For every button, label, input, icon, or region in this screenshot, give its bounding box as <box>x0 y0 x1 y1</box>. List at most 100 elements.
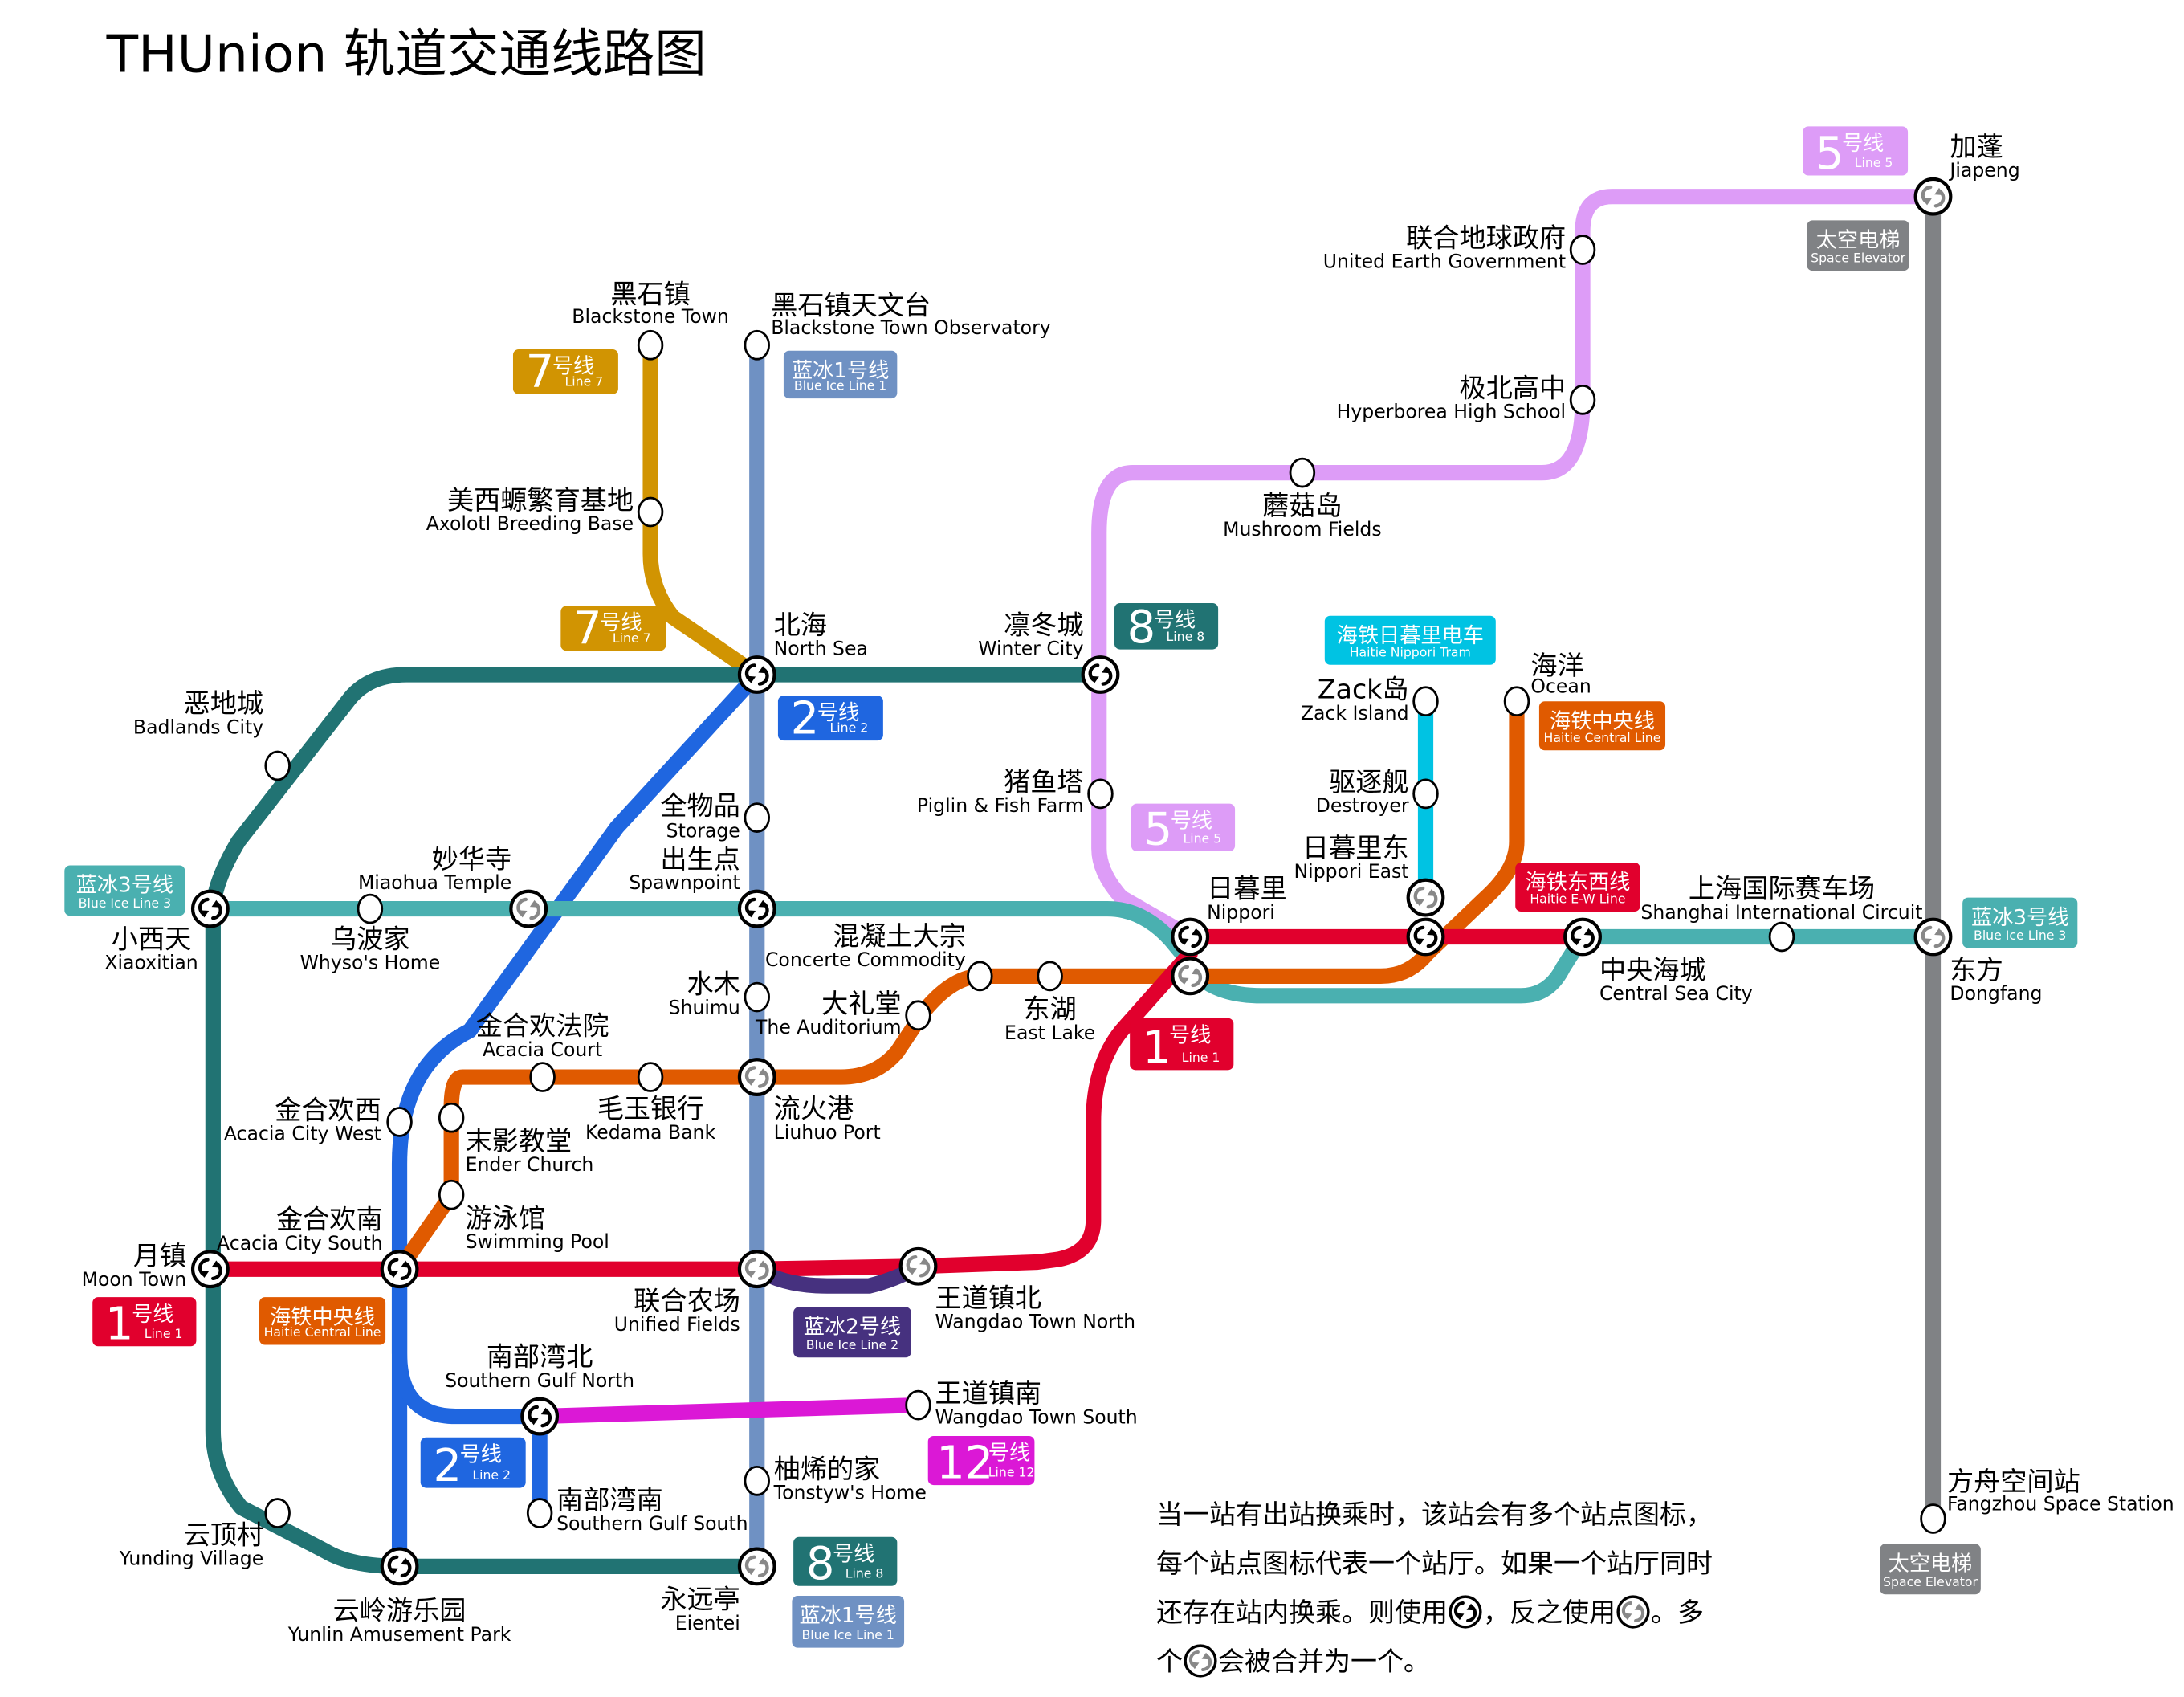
line-12[interactable] <box>532 1397 927 1425</box>
station-marker[interactable] <box>1412 686 1439 717</box>
station-marker[interactable] <box>1289 457 1316 488</box>
interchange-icon[interactable] <box>1081 655 1120 694</box>
line-7[interactable] <box>642 337 765 683</box>
interchange-icon[interactable] <box>737 1250 776 1289</box>
station-marker[interactable] <box>1503 686 1530 717</box>
interchange-icon[interactable] <box>737 1547 776 1586</box>
station-marker[interactable] <box>1569 384 1596 415</box>
station-marker[interactable] <box>744 329 770 361</box>
station-marker[interactable] <box>1412 778 1439 810</box>
line-2[interactable] <box>391 667 765 1574</box>
line-1[interactable] <box>202 945 1198 1277</box>
station-marker[interactable] <box>264 750 291 781</box>
station-marker[interactable] <box>1037 961 1063 992</box>
interchange-icon[interactable] <box>190 889 230 928</box>
interchange-icon[interactable] <box>1171 917 1210 957</box>
station-marker[interactable] <box>526 1498 553 1528</box>
interchange-icon[interactable] <box>520 1397 560 1436</box>
interchange-icon[interactable] <box>1563 917 1602 957</box>
interchange-icon[interactable] <box>190 1250 230 1289</box>
interchange-icon[interactable] <box>380 1250 419 1289</box>
interchange-icon[interactable] <box>1406 917 1445 957</box>
station-nippori-east-b[interactable] <box>1406 917 1445 957</box>
interchange-icon[interactable] <box>380 1547 419 1586</box>
station-marker[interactable] <box>744 1466 770 1496</box>
station-marker[interactable] <box>1087 778 1114 810</box>
interchange-icon[interactable] <box>1406 878 1445 917</box>
interchange-icon[interactable] <box>737 1058 776 1096</box>
station-marker[interactable] <box>264 1498 291 1528</box>
station-marker[interactable] <box>637 1062 664 1092</box>
station-marker[interactable] <box>438 1179 465 1210</box>
line-5[interactable] <box>1091 189 1942 945</box>
station-marker[interactable] <box>1569 235 1596 265</box>
station-marker[interactable] <box>529 1062 556 1092</box>
station-marker[interactable] <box>438 1102 465 1133</box>
station-marker[interactable] <box>744 802 770 833</box>
interchange-icon[interactable] <box>1171 957 1210 996</box>
station-marker[interactable] <box>357 893 384 924</box>
line-blue-ice-3[interactable] <box>202 900 1942 1004</box>
station-marker[interactable] <box>1920 1503 1946 1534</box>
station-nippori-b[interactable] <box>1171 957 1210 996</box>
station-marker[interactable] <box>905 1000 931 1031</box>
interchange-icon[interactable] <box>898 1246 938 1286</box>
